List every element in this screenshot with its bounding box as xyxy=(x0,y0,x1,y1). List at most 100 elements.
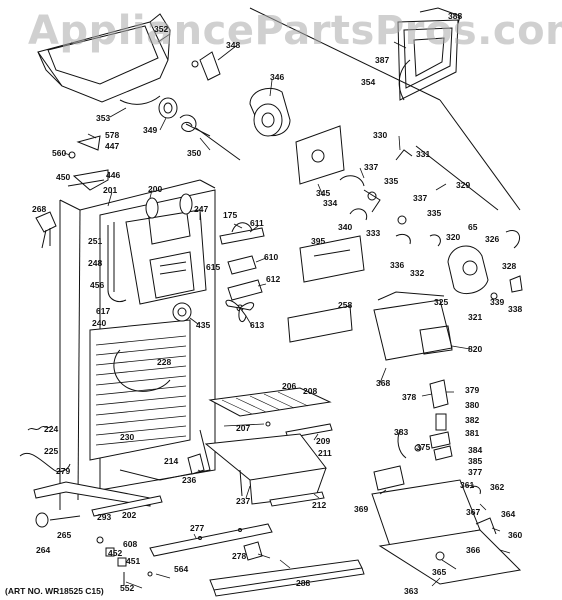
callout-820: 820 xyxy=(468,344,483,354)
callout-279: 279 xyxy=(56,466,71,476)
callout-380: 380 xyxy=(465,400,480,410)
callout-578: 578 xyxy=(105,130,120,140)
callout-330: 330 xyxy=(373,130,388,140)
caster-264 xyxy=(36,513,80,527)
callout-379: 379 xyxy=(465,385,480,395)
callout-378: 378 xyxy=(402,392,417,402)
callout-360: 360 xyxy=(508,530,523,540)
callout-613: 613 xyxy=(250,320,265,330)
callout-375: 375 xyxy=(416,442,431,452)
callout-258: 258 xyxy=(338,300,353,310)
callout-337a: 337 xyxy=(364,162,379,172)
callout-354: 354 xyxy=(361,77,376,87)
switch-stack xyxy=(398,380,452,460)
bin-211 xyxy=(206,434,326,506)
callout-326: 326 xyxy=(485,234,500,244)
callout-362: 362 xyxy=(490,482,505,492)
callout-340: 340 xyxy=(338,222,353,232)
callout-611: 611 xyxy=(250,218,264,228)
callout-368: 368 xyxy=(376,378,391,388)
callout-264: 264 xyxy=(36,545,51,555)
fan-shroud-drawing xyxy=(126,194,206,304)
wire-shelf-206 xyxy=(210,388,332,438)
callout-331: 331 xyxy=(416,149,431,159)
callout-338: 338 xyxy=(508,304,523,314)
callout-345: 345 xyxy=(316,188,331,198)
callout-237: 237 xyxy=(236,496,251,506)
callout-277: 277 xyxy=(190,523,205,533)
callout-333: 333 xyxy=(366,228,381,238)
callout-615: 615 xyxy=(206,262,221,272)
callout-202: 202 xyxy=(122,510,137,520)
callout-350: 350 xyxy=(187,148,202,158)
callout-381: 381 xyxy=(465,428,480,438)
callout-365: 365 xyxy=(432,567,447,577)
callout-610: 610 xyxy=(264,252,279,262)
callout-332: 332 xyxy=(410,268,425,278)
callout-617: 617 xyxy=(96,306,111,316)
hinge-236 xyxy=(188,454,204,474)
callout-388: 388 xyxy=(448,11,463,21)
callout-383: 383 xyxy=(394,427,409,437)
icemaker-head xyxy=(448,231,522,299)
callout-450: 450 xyxy=(56,172,71,182)
callout-456: 456 xyxy=(90,280,105,290)
callout-608: 608 xyxy=(123,539,138,549)
callout-334: 334 xyxy=(323,198,338,208)
callout-335a: 335 xyxy=(384,176,399,186)
callout-339: 339 xyxy=(490,297,505,307)
callout-208: 208 xyxy=(303,386,318,396)
fan-motor-435 xyxy=(173,303,191,321)
leader-lines xyxy=(64,34,510,588)
callout-329: 329 xyxy=(456,180,471,190)
callout-200: 200 xyxy=(148,184,163,194)
callout-387: 387 xyxy=(375,55,390,65)
callout-446: 446 xyxy=(106,170,121,180)
callout-201: 201 xyxy=(103,185,118,195)
bracket-612 xyxy=(228,280,262,300)
callout-214: 214 xyxy=(164,456,179,466)
callout-240: 240 xyxy=(92,318,107,328)
callout-228: 228 xyxy=(157,357,172,367)
callout-230: 230 xyxy=(120,432,135,442)
roller-278 xyxy=(244,542,262,560)
callout-366: 366 xyxy=(466,545,481,555)
clip-348 xyxy=(192,52,220,80)
callout-206: 206 xyxy=(282,381,297,391)
panel-345 xyxy=(296,126,344,184)
callout-369: 369 xyxy=(354,504,369,514)
bracket-611 xyxy=(220,223,264,244)
bracket-610 xyxy=(228,256,256,274)
callout-346: 346 xyxy=(270,72,285,82)
callout-321: 321 xyxy=(468,312,483,322)
spring-224 xyxy=(28,426,52,430)
art-number: (ART NO. WR18525 C15) xyxy=(5,586,104,596)
fan-blade-613 xyxy=(226,300,254,321)
callout-361: 361 xyxy=(460,480,475,490)
drain-tube xyxy=(108,222,126,302)
callout-225: 225 xyxy=(44,446,59,456)
callout-175: 175 xyxy=(223,210,238,220)
callout-265: 265 xyxy=(57,530,72,540)
callout-288: 288 xyxy=(296,578,311,588)
callout-349: 349 xyxy=(143,125,158,135)
callout-293: 293 xyxy=(97,512,112,522)
ice-chute-parts xyxy=(68,136,108,190)
icemaker-module-820 xyxy=(374,292,452,360)
callout-353: 353 xyxy=(96,113,111,123)
rail-277 xyxy=(150,524,272,556)
callout-367: 367 xyxy=(466,507,481,517)
callout-247: 247 xyxy=(194,204,209,214)
ice-bucket-drawing xyxy=(38,14,170,104)
callout-385: 385 xyxy=(468,456,483,466)
callout-564: 564 xyxy=(174,564,189,574)
callout-65: 65 xyxy=(468,222,478,232)
callout-248: 248 xyxy=(88,258,103,268)
callout-451: 451 xyxy=(126,556,141,566)
callout-337b: 337 xyxy=(413,193,428,203)
light-socket-268 xyxy=(36,212,56,248)
grille-258 xyxy=(288,306,352,342)
callout-251: 251 xyxy=(88,236,103,246)
front-rail xyxy=(34,482,162,516)
callout-224: 224 xyxy=(44,424,59,434)
